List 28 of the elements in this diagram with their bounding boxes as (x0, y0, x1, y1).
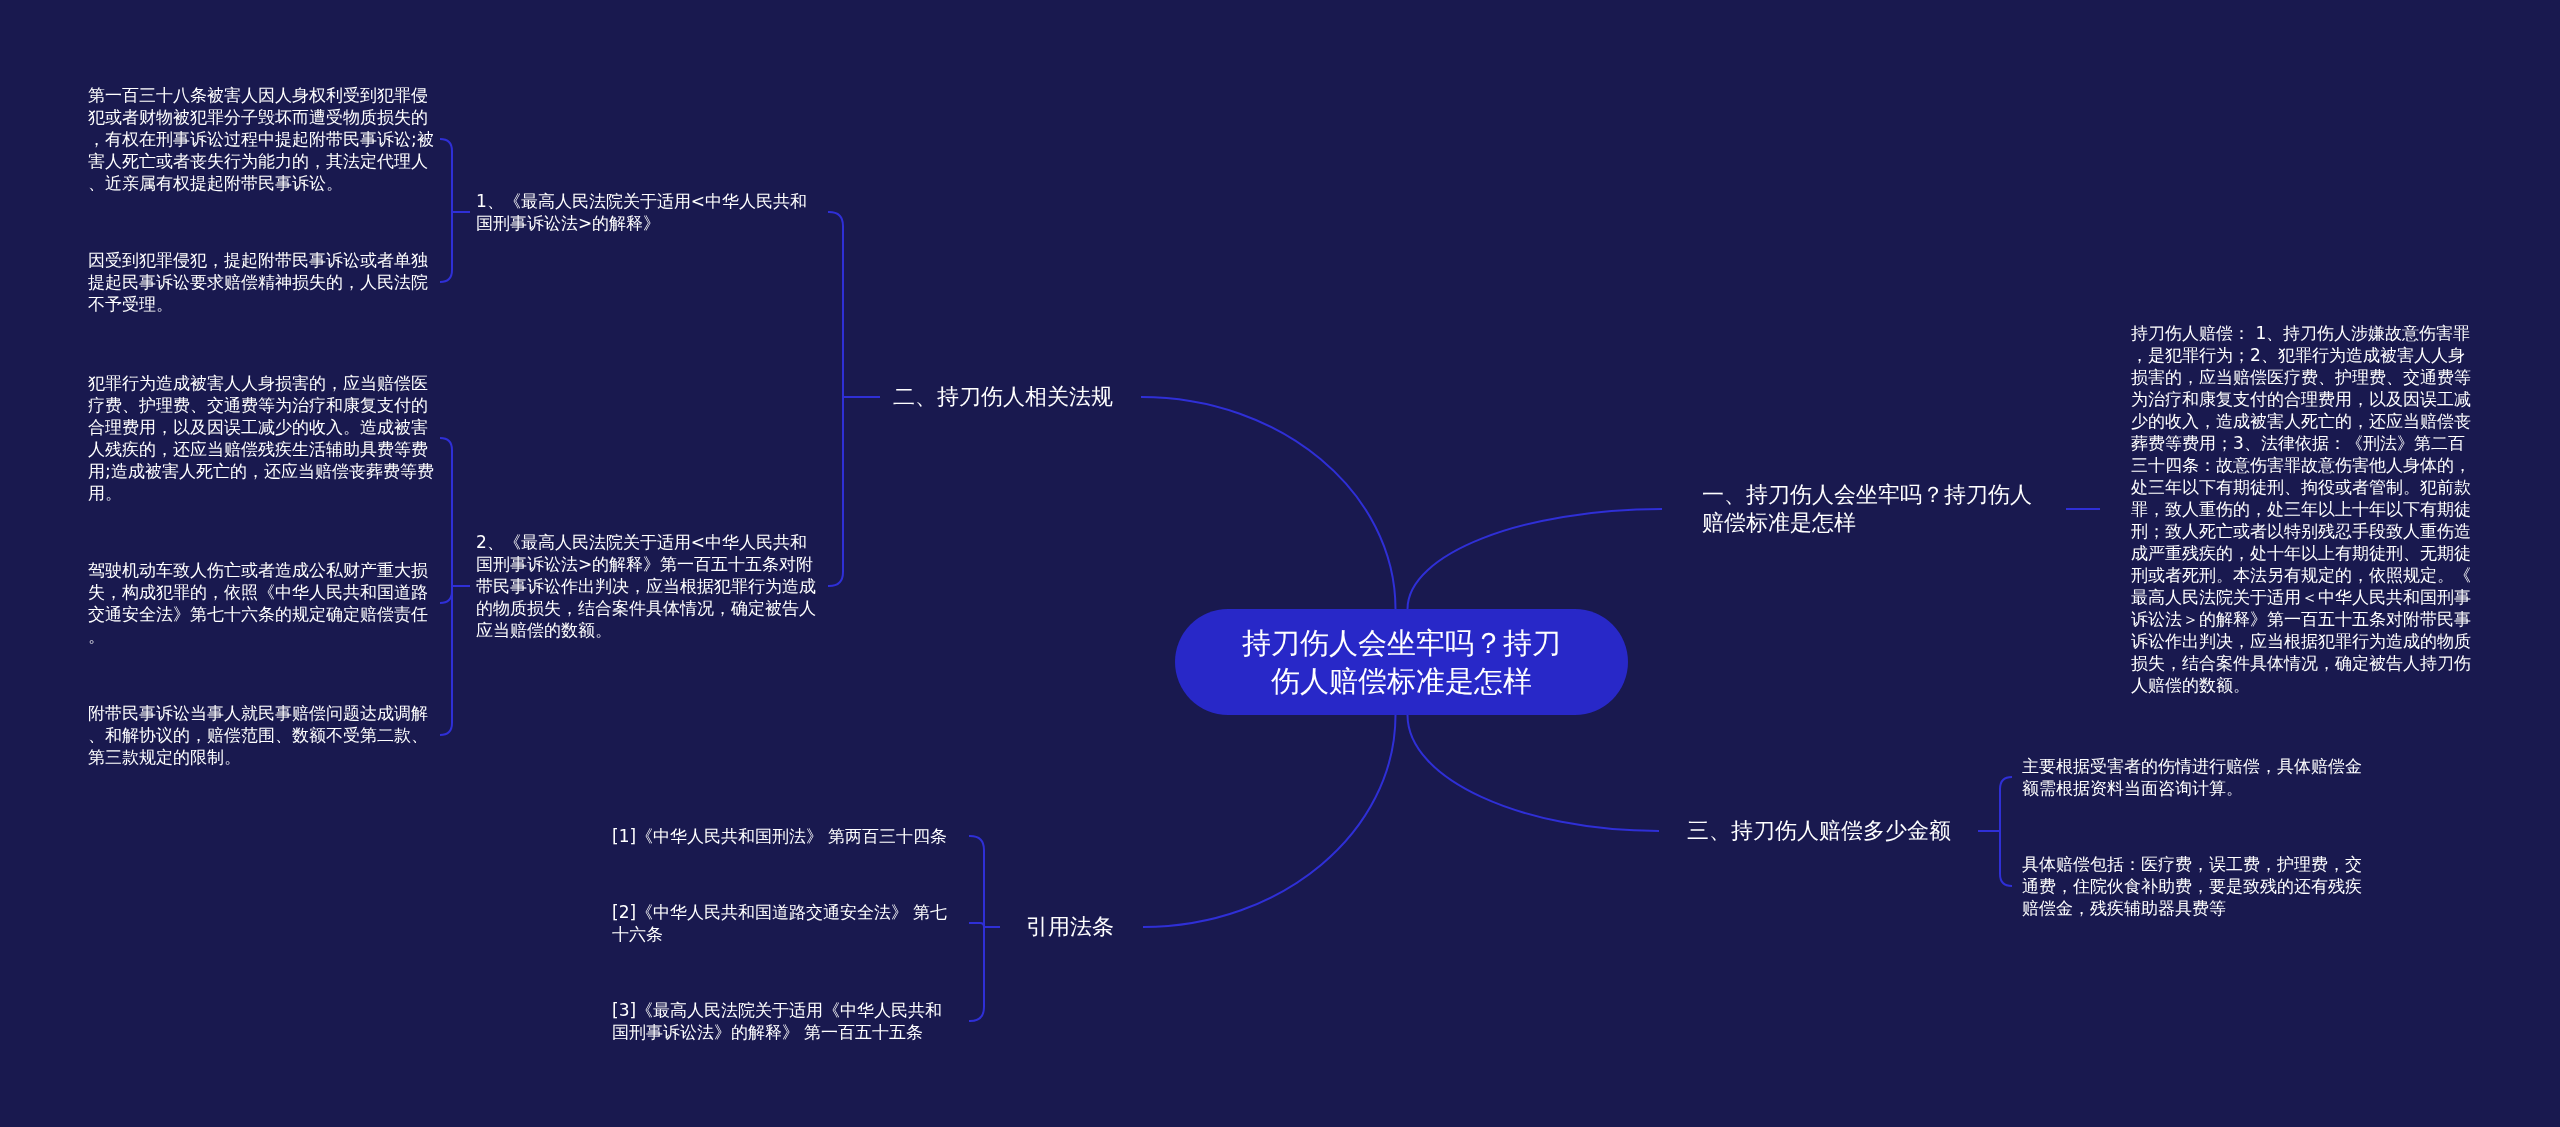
note-text: 持刀伤人赔偿： 1、持刀伤人涉嫌故意伤害罪，是犯罪行为；2、犯罪行为造成被害人人身损害的，应当赔偿医疗费、护理费、交通费等为治疗和康复支付的合理费用，以及因误工减少的收入，造成被害人死亡的，还应当赔偿丧葬费等费用；3、法律依据：《刑法》第二百三十四条：故意伤害罪故意伤害他人身体的，处三年以下有期徒刑、拘役或者管制。犯前款罪，致人重伤的，处三年以上十年以下有期徒刑；致人死亡或者以特别残忍手段致人重伤造成严重残疾的，处十年以上有期徒刑、无期徒刑或者死刑。本法另有规定的，依照规定。《最高人民法院关于适用＜中华人民共和国刑事诉讼法＞的解释》第一百五十五条对附带民事诉讼作出判决，应当根据犯罪行为造成的物质损失，结合案件具体情况，确定被告人持刀伤人赔偿的数额。 (2131, 322, 2472, 696)
note-text: 犯罪行为造成被害人人身损害的，应当赔偿医疗费、护理费、交通费等为治疗和康复支付的合理费用，以及因误工减少的收入。造成被害人残疾的，还应当赔偿残疾生活辅助具费等费用;造成被害人死亡的，还应当赔偿丧葬费等费用。 (88, 372, 435, 504)
note-text: 具体赔偿包括：医疗费，误工费，护理费，交通费，住院伙食补助费，要是致残的还有残疾赔偿金，残疾辅助器具费等 (2022, 853, 2363, 919)
connector-line (1977, 830, 2013, 887)
connector-line (1406, 714, 1660, 832)
connector-line (968, 926, 1001, 1022)
note-text: [1]《中华人民共和国刑法》 第两百三十四条 (612, 825, 949, 847)
connector-line (1140, 396, 1397, 610)
connector-line (1406, 508, 1663, 610)
note-text: 主要根据受害者的伤情进行赔偿，具体赔偿金额需根据资料当面咨询计算。 (2022, 755, 2363, 799)
note-text: 2、《最高人民法院关于适用<中华人民共和国刑事诉讼法>的解释》第一百五十五条对附带民事诉讼作出判决，应当根据犯罪行为造成的物质损失，结合案件具体情况，确定被告人应当赔偿的数额。 (476, 531, 817, 641)
note-text: 第一百三十八条被害人因人身权利受到犯罪侵犯或者财物被犯罪分子毁坏而遭受物质损失的，有权在刑事诉讼过程中提起附带民事诉讼;被害人死亡或者丧失行为能力的，其法定代理人、近亲属有权提起附带民事诉讼。 (88, 84, 435, 194)
branch-label: 一、持刀伤人会坐牢吗？持刀伤人赔偿标准是怎样 (1702, 481, 2033, 537)
topic-text: 持刀伤人会坐牢吗？持刀伤人赔偿标准是怎样 (1241, 625, 1562, 700)
branch-label: 三、持刀伤人赔偿多少金额 (1687, 817, 1952, 845)
connector-line (1142, 714, 1397, 928)
note-text: 因受到犯罪侵犯，提起附带民事诉讼或者单独提起民事诉讼要求赔偿精神损失的，人民法院不予受理。 (88, 249, 429, 315)
connector-line (439, 585, 471, 736)
branch-label: 二、持刀伤人相关法规 (893, 383, 1114, 411)
note-text: [2]《中华人民共和国道路交通安全法》 第七十六条 (612, 901, 949, 945)
connector-line (827, 396, 881, 587)
note-text: 附带民事诉讼当事人就民事赔偿问题达成调解、和解协议的，赔偿范围、数额不受第二款、第三款规定的限制。 (88, 702, 429, 768)
connector-line (2065, 508, 2101, 510)
note-text: 1、《最高人民法院关于适用<中华人民共和国刑事诉讼法>的解释》 (476, 190, 809, 234)
note-text: [3]《最高人民法院关于适用《中华人民共和国刑事诉讼法》的解释》 第一百五十五条 (612, 999, 944, 1043)
connector-line (439, 211, 471, 283)
note-text: 驾驶机动车致人伤亡或者造成公私财产重大损失，构成犯罪的，依照《中华人民共和国道路交通安全法》第七十六条的规定确定赔偿责任。 (88, 559, 429, 647)
branch-label: 引用法条 (1026, 913, 1114, 941)
